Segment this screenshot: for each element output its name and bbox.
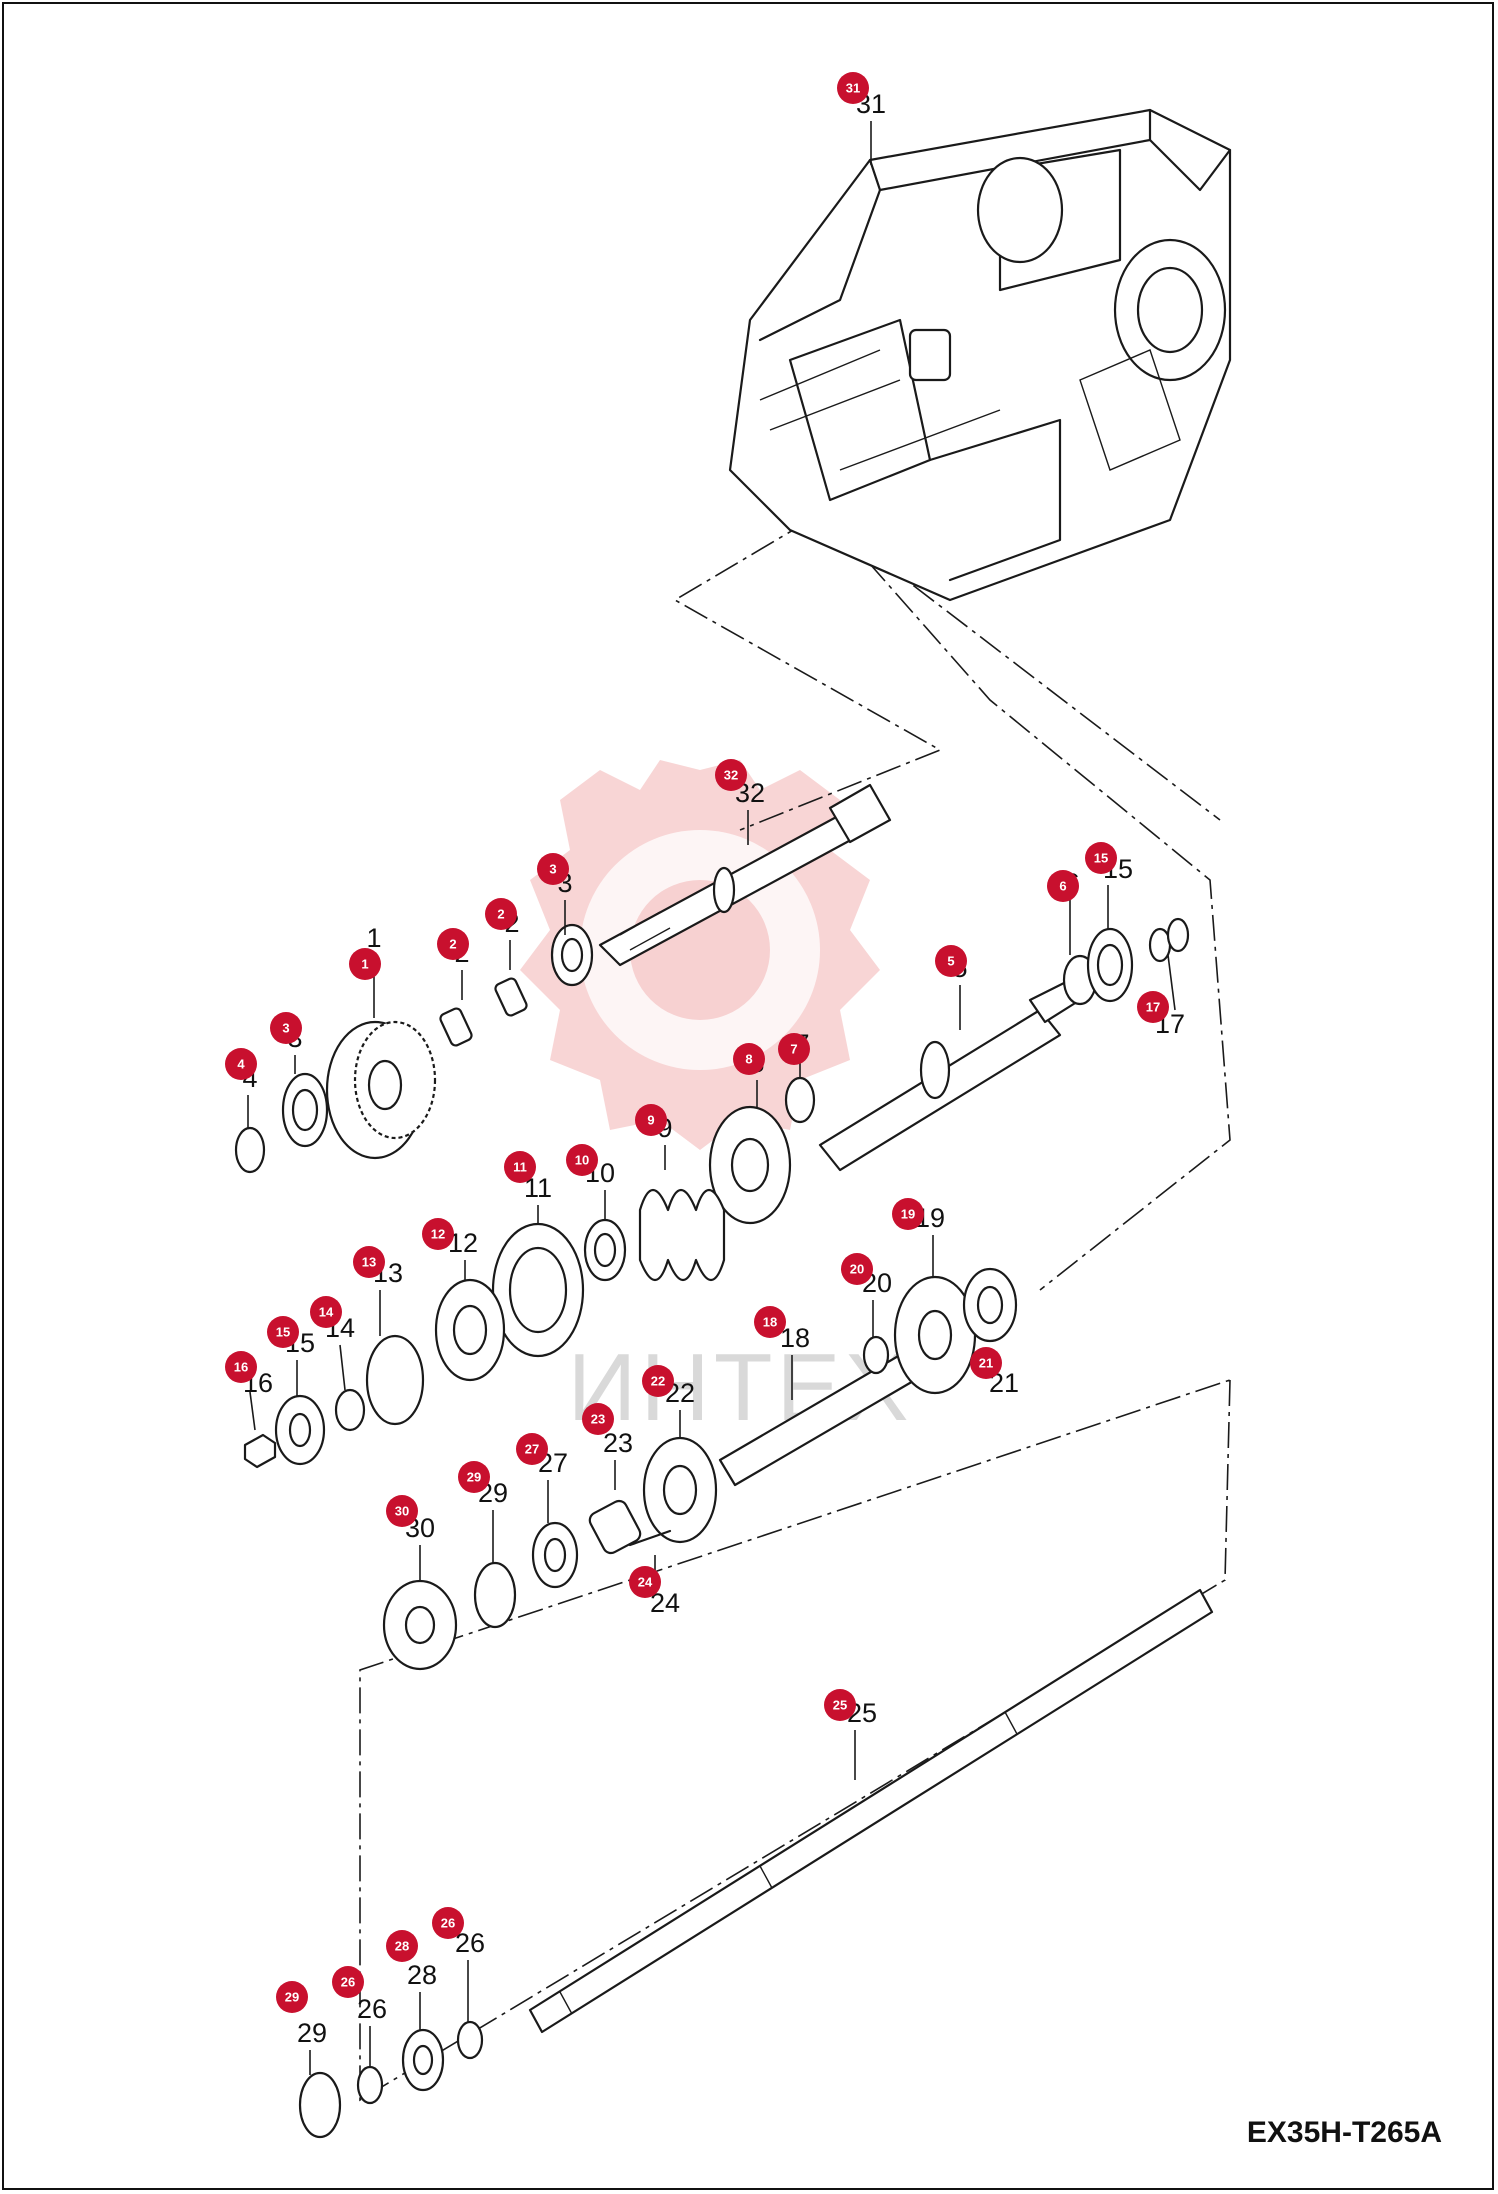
callout-badge[interactable]: 19 bbox=[892, 1198, 924, 1230]
callout-badges: 31 32 3 2 2 1 3 4 6 15 5 17 7 8 9 10 11 … bbox=[225, 72, 1169, 2013]
svg-text:17: 17 bbox=[1146, 1000, 1160, 1015]
callout-badge[interactable]: 31 bbox=[837, 72, 869, 104]
svg-text:29: 29 bbox=[285, 1990, 299, 2005]
watermark-logo: ИНТЕХ bbox=[520, 760, 909, 1441]
callout-badge[interactable]: 3 bbox=[537, 853, 569, 885]
svg-text:16: 16 bbox=[234, 1360, 248, 1375]
callout-badge[interactable]: 7 bbox=[778, 1033, 810, 1065]
callout-badge[interactable]: 10 bbox=[566, 1144, 598, 1176]
callout-badge[interactable]: 15 bbox=[267, 1316, 299, 1348]
shaft-18-gear-19 bbox=[588, 1267, 1018, 1555]
callout-badge[interactable]: 1 bbox=[349, 948, 381, 980]
callout-badge[interactable]: 13 bbox=[353, 1246, 385, 1278]
callout-badge[interactable]: 27 bbox=[516, 1433, 548, 1465]
callout-badge[interactable]: 20 bbox=[841, 1253, 873, 1285]
callout-badge[interactable]: 4 bbox=[225, 1048, 257, 1080]
washers-and-rings bbox=[234, 917, 1190, 1174]
callout-badge[interactable]: 6 bbox=[1047, 870, 1079, 902]
callout-badge[interactable]: 11 bbox=[504, 1151, 536, 1183]
callout-badge[interactable]: 29 bbox=[458, 1461, 490, 1493]
svg-text:9: 9 bbox=[647, 1113, 654, 1128]
svg-text:31: 31 bbox=[846, 81, 860, 96]
svg-text:15: 15 bbox=[276, 1325, 290, 1340]
callout-badge[interactable]: 8 bbox=[733, 1043, 765, 1075]
callout-badge[interactable]: 28 bbox=[386, 1930, 418, 1962]
svg-text:3: 3 bbox=[282, 1021, 289, 1036]
part-number: 26 bbox=[357, 1994, 387, 2024]
svg-text:5: 5 bbox=[947, 954, 954, 969]
callout-badge[interactable]: 26 bbox=[432, 1907, 464, 1939]
svg-text:22: 22 bbox=[651, 1374, 665, 1389]
svg-text:11: 11 bbox=[513, 1160, 527, 1175]
svg-text:3: 3 bbox=[549, 862, 556, 877]
callout-badge[interactable]: 15 bbox=[1085, 842, 1117, 874]
callout-badge[interactable]: 23 bbox=[582, 1403, 614, 1435]
part-number: 28 bbox=[407, 1960, 437, 1990]
callout-badge[interactable]: 22 bbox=[642, 1365, 674, 1397]
svg-text:7: 7 bbox=[790, 1042, 797, 1057]
svg-text:1: 1 bbox=[361, 957, 368, 972]
svg-text:6: 6 bbox=[1059, 879, 1066, 894]
svg-text:20: 20 bbox=[850, 1262, 864, 1277]
callout-badge[interactable]: 3 bbox=[270, 1012, 302, 1044]
callout-badge[interactable]: 21 bbox=[970, 1347, 1002, 1379]
svg-text:2: 2 bbox=[449, 937, 456, 952]
shaft-5 bbox=[818, 978, 1082, 1172]
svg-text:18: 18 bbox=[763, 1315, 777, 1330]
callout-badge[interactable]: 14 bbox=[310, 1296, 342, 1328]
svg-text:19: 19 bbox=[901, 1207, 915, 1222]
gear-8-assembly bbox=[583, 1076, 816, 1282]
callout-badge[interactable]: 18 bbox=[754, 1306, 786, 1338]
diagram-code: EX35H-T265A bbox=[1246, 2116, 1442, 2149]
svg-text:26: 26 bbox=[441, 1916, 455, 1931]
svg-text:8: 8 bbox=[745, 1052, 752, 1067]
svg-text:12: 12 bbox=[431, 1227, 445, 1242]
callout-badge[interactable]: 12 bbox=[422, 1218, 454, 1250]
svg-text:30: 30 bbox=[395, 1504, 409, 1519]
transmission-housing bbox=[728, 108, 1232, 602]
part-number: 1 bbox=[366, 923, 381, 953]
svg-text:10: 10 bbox=[575, 1153, 589, 1168]
svg-text:24: 24 bbox=[638, 1575, 653, 1590]
callout-badge[interactable]: 5 bbox=[935, 945, 967, 977]
part-number: 18 bbox=[780, 1323, 810, 1353]
callout-badge[interactable]: 17 bbox=[1137, 991, 1169, 1023]
gear-11-bearing-12 bbox=[243, 1222, 585, 1469]
svg-text:27: 27 bbox=[525, 1442, 539, 1457]
svg-text:13: 13 bbox=[362, 1255, 376, 1270]
callout-badge[interactable]: 2 bbox=[485, 898, 517, 930]
svg-text:21: 21 bbox=[979, 1356, 993, 1371]
callout-badge[interactable]: 2 bbox=[437, 928, 469, 960]
leader-lines bbox=[247, 121, 1176, 2075]
svg-text:2: 2 bbox=[497, 907, 504, 922]
svg-text:14: 14 bbox=[319, 1305, 334, 1320]
svg-text:28: 28 bbox=[395, 1939, 409, 1954]
part-number: 29 bbox=[297, 2018, 327, 2048]
callout-badge[interactable]: 29 bbox=[276, 1981, 308, 2013]
svg-text:23: 23 bbox=[591, 1412, 605, 1427]
svg-text:32: 32 bbox=[724, 768, 738, 783]
svg-text:29: 29 bbox=[467, 1470, 481, 1485]
callout-badge[interactable]: 9 bbox=[635, 1104, 667, 1136]
part-number: 23 bbox=[603, 1428, 633, 1458]
shaft-25 bbox=[298, 1588, 1214, 2139]
gear-1 bbox=[325, 1020, 437, 1160]
bearings-27-29-30 bbox=[382, 1521, 579, 1671]
callout-badge[interactable]: 26 bbox=[332, 1966, 364, 1998]
callout-badge[interactable]: 24 bbox=[629, 1566, 661, 1598]
svg-text:25: 25 bbox=[833, 1698, 847, 1713]
svg-text:4: 4 bbox=[237, 1057, 245, 1072]
callout-badge[interactable]: 25 bbox=[824, 1689, 856, 1721]
callout-badge[interactable]: 32 bbox=[715, 759, 747, 791]
svg-text:26: 26 bbox=[341, 1975, 355, 1990]
shaft-32 bbox=[598, 783, 892, 967]
callout-badge[interactable]: 30 bbox=[386, 1495, 418, 1527]
svg-text:15: 15 bbox=[1094, 851, 1108, 866]
callout-badge[interactable]: 16 bbox=[225, 1351, 257, 1383]
